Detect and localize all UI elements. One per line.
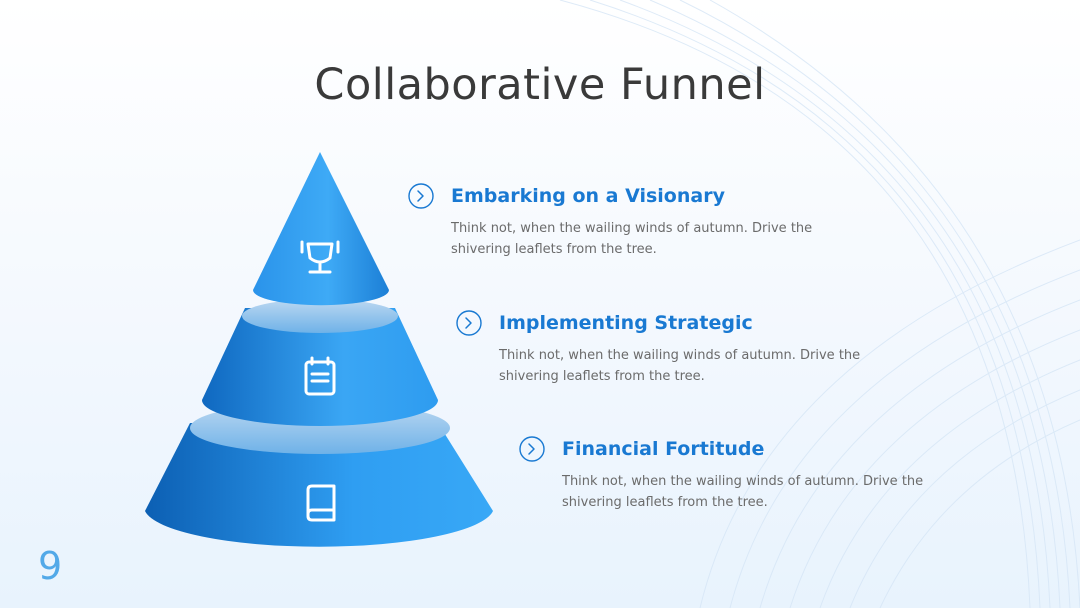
step-title: Financial Fortitude bbox=[562, 438, 765, 460]
trophy-icon bbox=[300, 240, 340, 274]
slide-title: Collaborative Funnel bbox=[314, 60, 766, 110]
funnel-step-3: Financial Fortitude Think not, when the … bbox=[519, 434, 1079, 513]
funnel-step-1: Embarking on a Visionary Think not, when… bbox=[408, 181, 968, 260]
funnel-level-2-cap bbox=[242, 299, 398, 333]
book-icon bbox=[306, 484, 336, 522]
arrow-right-circle-icon bbox=[519, 436, 545, 462]
page-number: 9 bbox=[38, 544, 63, 588]
arrow-right-circle-icon bbox=[408, 183, 434, 209]
funnel-level-2-shape bbox=[202, 308, 438, 426]
funnel-pyramid bbox=[145, 152, 493, 547]
step-title: Implementing Strategic bbox=[499, 312, 753, 334]
step-description: Think not, when the wailing winds of aut… bbox=[499, 348, 861, 384]
arrow-right-circle-icon bbox=[456, 310, 482, 336]
clipboard-icon bbox=[304, 356, 336, 396]
step-description: Think not, when the wailing winds of aut… bbox=[451, 221, 813, 257]
funnel-level-1-shape bbox=[253, 152, 389, 306]
step-title: Embarking on a Visionary bbox=[451, 185, 725, 207]
funnel-step-2: Implementing Strategic Think not, when t… bbox=[456, 308, 1016, 387]
step-description: Think not, when the wailing winds of aut… bbox=[562, 474, 924, 510]
